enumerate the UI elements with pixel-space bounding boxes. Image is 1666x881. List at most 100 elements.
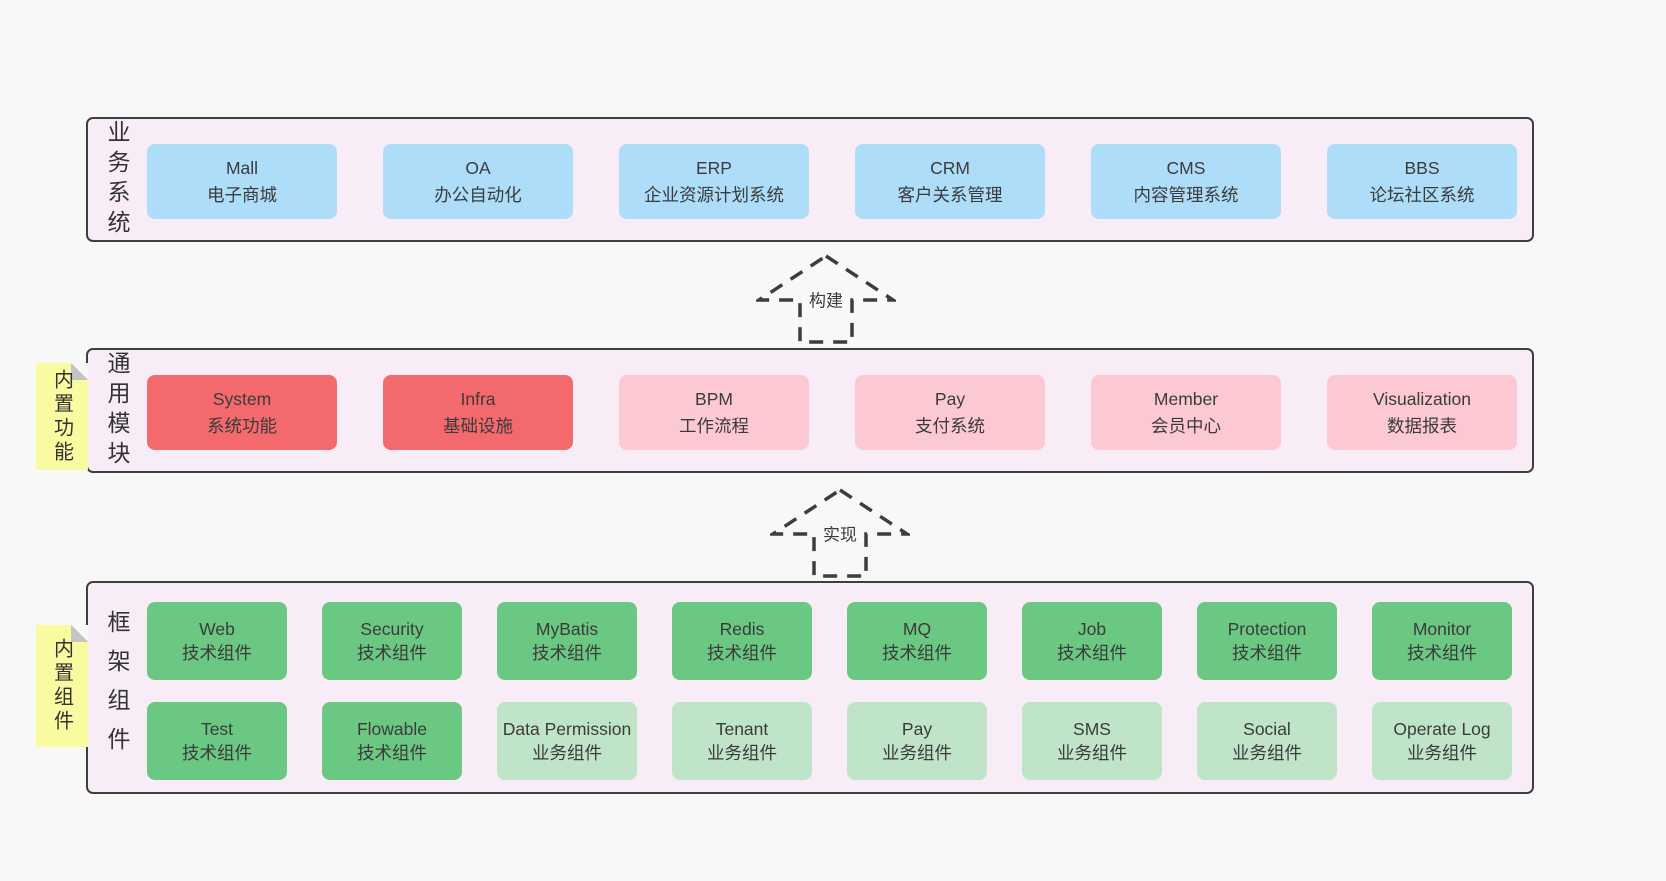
box-module-bpm: BPM 工作流程 (619, 375, 809, 450)
box-module-visualization: Visualization 数据报表 (1327, 375, 1517, 450)
box-business-crm: CRM 客户关系管理 (855, 144, 1045, 219)
box-framework-test: Test 技术组件 (147, 702, 287, 780)
band-common-modules: 通用模块 System 系统功能 Infra 基础设施 BPM 工作流程 Pay 支付系统 Me… (86, 348, 1534, 473)
box-title: Monitor (1412, 618, 1472, 639)
box-framework-operate-log: Operate Log 业务组件 (1372, 702, 1512, 780)
box-title: Operate Log (1393, 718, 1491, 739)
sticky-fold-icon (71, 363, 88, 380)
box-subtitle: 基础设施 (443, 415, 513, 436)
box-module-system: System 系统功能 (147, 375, 337, 450)
box-framework-tenant: Tenant 业务组件 (672, 702, 812, 780)
box-title: MyBatis (535, 618, 599, 639)
box-title: Data Permission (502, 718, 632, 739)
box-title: Member (1153, 388, 1219, 409)
box-subtitle: 技术组件 (707, 643, 777, 663)
box-subtitle: 技术组件 (532, 643, 602, 663)
band-business-label: 业务系统 (104, 119, 130, 240)
box-module-infra: Infra 基础设施 (383, 375, 573, 450)
box-title: System (212, 388, 272, 409)
box-title: MQ (902, 618, 932, 639)
box-title: BPM (695, 388, 733, 409)
box-title: Protection (1227, 618, 1307, 639)
build-arrow-label: 构建 (806, 284, 846, 314)
box-subtitle: 工作流程 (679, 415, 749, 436)
box-subtitle: 论坛社区系统 (1369, 184, 1475, 205)
box-subtitle: 会员中心 (1151, 415, 1221, 436)
box-business-oa: OA 办公自动化 (383, 144, 573, 219)
box-subtitle: 客户关系管理 (897, 184, 1003, 205)
box-business-mall: Mall 电子商城 (147, 144, 337, 219)
box-subtitle: 技术组件 (357, 643, 427, 663)
box-title: SMS (1073, 718, 1111, 739)
box-subtitle: 数据报表 (1387, 415, 1457, 436)
sticky-note-builtin-components: 内置组件 (36, 625, 88, 747)
box-framework-job: Job 技术组件 (1022, 602, 1162, 680)
build-arrow: 构建 (756, 253, 896, 345)
box-title: Infra (460, 388, 496, 409)
box-title: Pay (934, 388, 966, 409)
box-subtitle: 业务组件 (707, 743, 777, 763)
band-modules-label: 通用模块 (104, 350, 130, 471)
up-arrow-icon (756, 253, 896, 344)
box-subtitle: 技术组件 (1057, 643, 1127, 663)
box-framework-web: Web 技术组件 (147, 602, 287, 680)
box-framework-mq: MQ 技术组件 (847, 602, 987, 680)
box-subtitle: 内容管理系统 (1133, 184, 1239, 205)
box-subtitle: 技术组件 (357, 743, 427, 763)
box-subtitle: 电子商城 (207, 184, 277, 205)
box-title: Test (200, 718, 234, 739)
sticky-builtin-components-label: 内置组件 (50, 638, 73, 734)
box-title: Pay (901, 718, 933, 739)
box-subtitle: 系统功能 (207, 415, 277, 436)
box-title: OA (465, 157, 491, 178)
box-title: Redis (719, 618, 765, 639)
box-subtitle: 技术组件 (182, 743, 252, 763)
box-subtitle: 业务组件 (882, 743, 952, 763)
box-framework-flowable: Flowable 技术组件 (322, 702, 462, 780)
box-subtitle: 业务组件 (1057, 743, 1127, 763)
box-subtitle: 技术组件 (182, 643, 252, 663)
box-framework-security: Security 技术组件 (322, 602, 462, 680)
implement-arrow-label: 实现 (820, 518, 860, 548)
box-title: Flowable (356, 718, 428, 739)
box-subtitle: 技术组件 (1407, 643, 1477, 663)
box-title: ERP (696, 157, 732, 178)
box-subtitle: 业务组件 (1407, 743, 1477, 763)
box-title: Security (360, 618, 424, 639)
box-title: Mall (225, 157, 259, 178)
box-subtitle: 支付系统 (915, 415, 985, 436)
box-title: Visualization (1373, 388, 1471, 409)
box-title: BBS (1404, 157, 1440, 178)
box-business-bbs: BBS 论坛社区系统 (1327, 144, 1517, 219)
box-framework-redis: Redis 技术组件 (672, 602, 812, 680)
box-title: Job (1077, 618, 1107, 639)
box-subtitle: 技术组件 (882, 643, 952, 663)
box-subtitle: 业务组件 (1232, 743, 1302, 763)
sticky-builtin-features-label: 内置功能 (50, 368, 73, 465)
sticky-fold-icon (71, 625, 88, 642)
box-framework-mybatis: MyBatis 技术组件 (497, 602, 637, 680)
up-arrow-icon (770, 487, 910, 578)
box-title: Web (199, 618, 235, 639)
box-subtitle: 技术组件 (1232, 643, 1302, 663)
box-framework-protection: Protection 技术组件 (1197, 602, 1337, 680)
box-business-cms: CMS 内容管理系统 (1091, 144, 1281, 219)
box-title: Tenant (715, 718, 769, 739)
box-subtitle: 办公自动化 (434, 184, 522, 205)
box-title: CMS (1166, 157, 1206, 178)
box-framework-pay: Pay 业务组件 (847, 702, 987, 780)
box-subtitle: 业务组件 (532, 743, 602, 763)
box-framework-monitor: Monitor 技术组件 (1372, 602, 1512, 680)
box-module-member: Member 会员中心 (1091, 375, 1281, 450)
box-framework-sms: SMS 业务组件 (1022, 702, 1162, 780)
box-title: CRM (930, 157, 970, 178)
sticky-note-builtin-features: 内置功能 (36, 363, 88, 470)
modules-box-row: System 系统功能 Infra 基础设施 BPM 工作流程 Pay 支付系统 Member 会… (147, 375, 1517, 450)
